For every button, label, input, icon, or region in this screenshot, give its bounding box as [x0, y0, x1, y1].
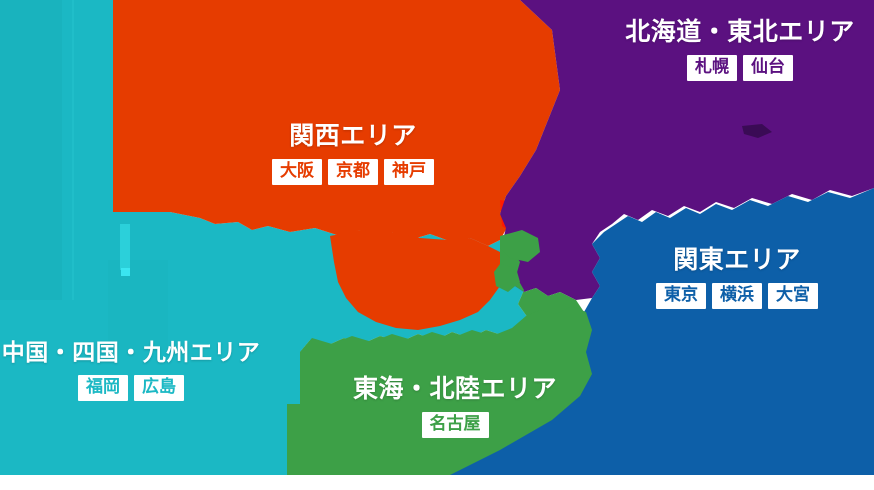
city-list-tokai-hokuriku: 名古屋 [421, 411, 489, 438]
region-shape-tokai-hokuriku[interactable] [287, 230, 592, 475]
city-list-kanto: 東京 横浜 大宮 [656, 282, 818, 309]
region-shape-chugoku-shikoku-kyushu[interactable] [0, 0, 528, 475]
city-list-hokkaido-tohoku: 札幌 仙台 [687, 54, 793, 81]
city-list-kansai: 大阪 京都 神戸 [272, 158, 434, 185]
city-chip-nagoya[interactable]: 名古屋 [421, 411, 489, 438]
region-label-hokkaido-tohoku: 北海道・東北エリア 札幌 仙台 [620, 18, 860, 81]
city-chip-osaka[interactable]: 大阪 [272, 158, 322, 185]
city-chip-tokyo[interactable]: 東京 [656, 282, 706, 309]
city-chip-kyoto[interactable]: 京都 [328, 158, 378, 185]
region-title-tokai-hokuriku: 東海・北陸エリア [353, 374, 558, 403]
city-chip-kobe[interactable]: 神戸 [384, 158, 434, 185]
city-chip-sendai[interactable]: 仙台 [743, 54, 793, 81]
city-chip-hiroshima[interactable]: 広島 [134, 375, 184, 402]
region-label-kanto: 関東エリア 東京 横浜 大宮 [637, 246, 837, 309]
region-label-chugoku-shikoku-kyushu: 中国・四国・九州エリア 福岡 広島 [2, 340, 260, 402]
region-title-kanto: 関東エリア [673, 245, 801, 274]
region-label-kansai: 関西エリア 大阪 京都 神戸 [253, 122, 453, 185]
city-list-chugoku-shikoku-kyushu: 福岡 広島 [78, 375, 184, 402]
region-title-hokkaido-tohoku: 北海道・東北エリア [625, 17, 855, 46]
city-chip-sapporo[interactable]: 札幌 [687, 54, 737, 81]
city-chip-fukuoka[interactable]: 福岡 [78, 375, 128, 402]
region-label-tokai-hokuriku: 東海・北陸エリア 名古屋 [353, 374, 558, 438]
region-title-kansai: 関西エリア [289, 121, 417, 150]
city-chip-omiya[interactable]: 大宮 [768, 282, 818, 309]
region-title-chugoku-shikoku-kyushu: 中国・四国・九州エリア [1, 340, 261, 366]
city-chip-yokohama[interactable]: 横浜 [712, 282, 762, 309]
